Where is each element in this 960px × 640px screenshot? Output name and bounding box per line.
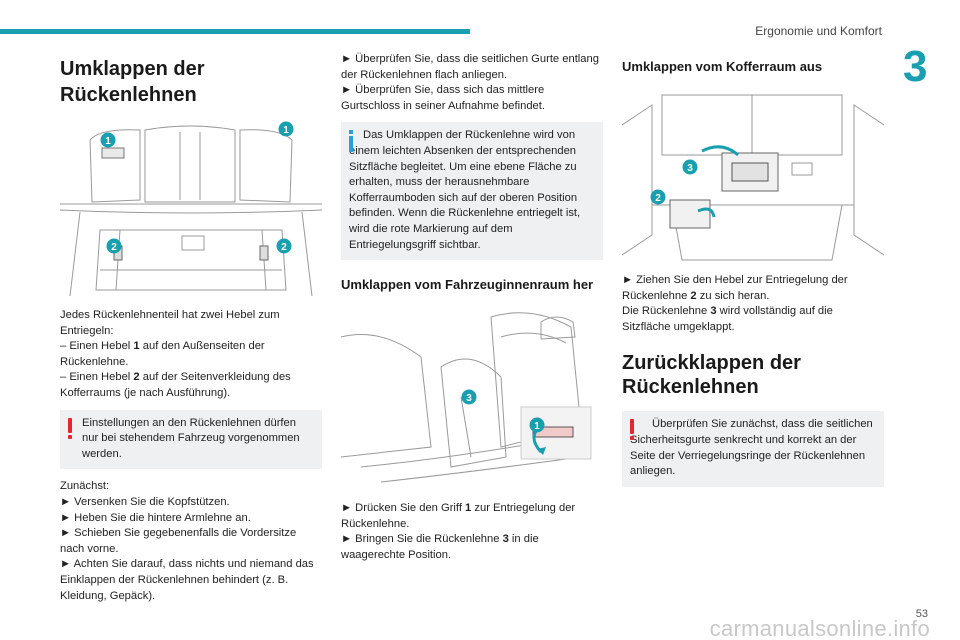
svg-text:1: 1 [534,421,540,432]
trunk-step-1: ► Ziehen Sie den Hebel zur Entriegelung … [622,274,848,302]
warning-note: Einstellungen an den Rückenlehnen dürfen… [60,409,322,470]
header-accent-bar [0,29,470,34]
warning-text: Überprüfen Sie zunächst, dass die seitli… [630,418,873,478]
trunk-illustration [622,85,884,265]
chapter-number: 3 [903,42,928,91]
step-item: ► Versenken Sie die Kopfstützen. [60,495,230,508]
callout-1: 1 [529,417,545,433]
info-icon [348,130,354,153]
warning-icon [67,417,73,440]
svg-text:2: 2 [655,193,661,204]
trunk-figure: 3 2 [622,85,884,265]
interior-step-2: ► Bringen Sie die Rückenlehne 3 in die w… [341,533,539,561]
column-1: Umklappen der Rückenlehnen [60,50,322,604]
callout-2: 2 [650,189,666,205]
check-item: ► Überprüfen Sie, dass sich das mittlere… [341,84,545,112]
info-note: Das Umklappen der Rückenlehne wird von e… [341,122,603,261]
callout-1-right: 1 [278,121,294,137]
watermark: carmanualsonline.info [709,616,930,640]
warning-text: Einstellungen an den Rückenlehnen dürfen… [82,416,300,460]
svg-text:1: 1 [105,136,111,147]
callout-3: 3 [682,159,698,175]
trunk-step-2: Die Rückenlehne 3 wird vollständig auf d… [622,305,833,333]
svg-text:2: 2 [111,242,117,253]
info-text: Das Umklappen der Rückenlehne wird von e… [349,129,581,251]
warning-note: Überprüfen Sie zunächst, dass die seitli… [622,411,884,487]
rear-seats-illustration [60,120,322,296]
page-number: 53 [915,608,928,620]
step-item: ► Heben Sie die hintere Armlehne an. [60,511,251,524]
check-item: ► Überprüfen Sie, dass die seitlichen Gu… [341,53,599,81]
interior-figure: 3 1 [341,307,603,494]
svg-text:3: 3 [687,163,693,174]
step-item: ► Schieben Sie gegebenenfalls die Vorder… [60,527,297,555]
section-heading: Umklappen vom Kofferraum aus [622,59,823,74]
callout-1-left: 1 [100,132,116,148]
section-title: Ergonomie und Komfort [755,24,882,38]
callout-2-left: 2 [106,238,122,254]
callout-3: 3 [461,389,477,405]
svg-text:3: 3 [466,393,472,404]
rear-seats-figure: 1 1 2 2 [60,120,322,296]
section-heading: Umklappen vom Fahrzeuginnenraum her [341,277,594,293]
column-3: Umklappen vom Kofferraum aus 3 2 ► Ziehe… [622,50,884,487]
page-title: Umklappen der Rückenlehnen [60,58,205,106]
callout-2-right: 2 [276,238,292,254]
step-item: ► Achten Sie darauf, dass nichts und nie… [60,558,314,602]
warning-icon [629,419,635,441]
first-label: Zunächst: [60,480,110,493]
column-2: ► Überprüfen Sie, dass die seitlichen Gu… [341,50,603,564]
interior-step-1: ► Drücken Sie den Griff 1 zur Entriegelu… [341,502,576,530]
svg-text:2: 2 [281,242,287,253]
lever-2-item: – Einen Hebel 2 auf der Seitenverkleidun… [60,371,291,399]
svg-text:1: 1 [283,125,289,136]
lever-1-item: – Einen Hebel 1 auf den Außenseiten der … [60,340,265,368]
section-title-refold: Zurückklappen der Rückenlehnen [622,352,801,399]
intro-text: Jedes Rückenlehnenteil hat zwei Hebel zu… [60,309,280,337]
